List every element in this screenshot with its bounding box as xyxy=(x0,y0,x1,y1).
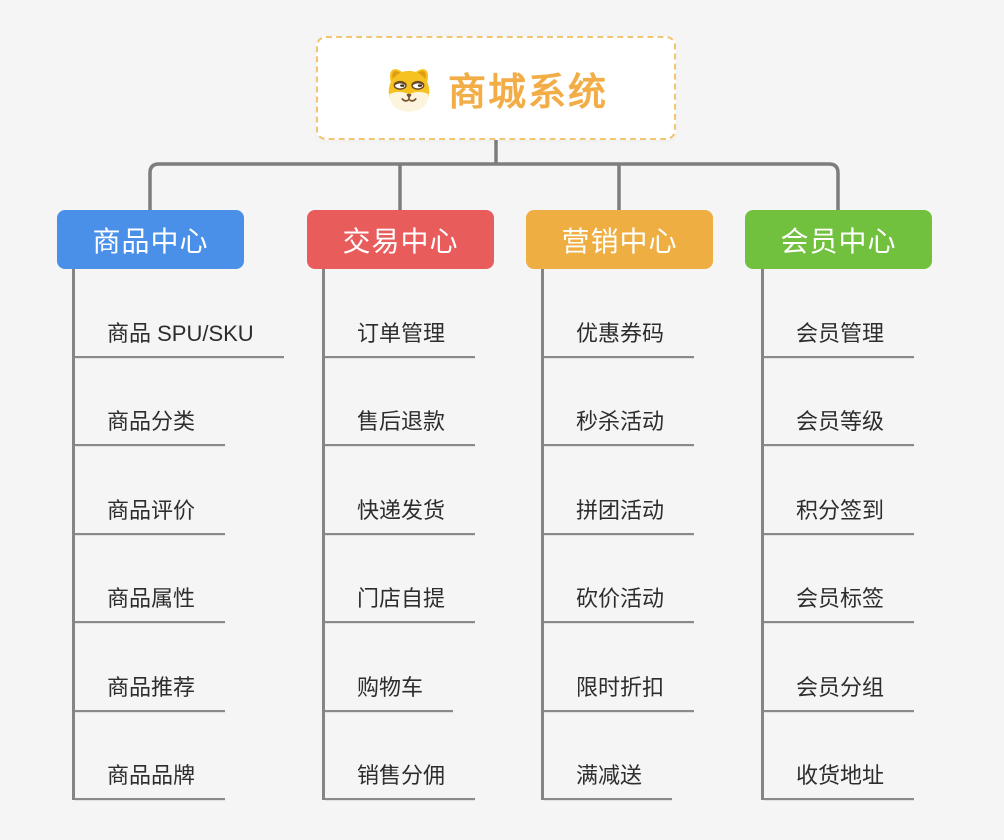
leaf-topic-label[interactable]: 购物车 xyxy=(325,670,454,712)
leaf-topic-label[interactable]: 限时折扣 xyxy=(544,670,695,712)
leaf-topic-label[interactable]: 商品分类 xyxy=(75,404,226,446)
leaf-topic: 限时折扣 xyxy=(544,623,695,712)
leaf-topic: 商品推荐 xyxy=(75,623,284,712)
leaf-topic: 商品品牌 xyxy=(75,712,284,800)
leaf-topic-label[interactable]: 会员标签 xyxy=(764,581,915,623)
branch-label: 商品中心 xyxy=(92,225,209,257)
leaf-topic: 销售分佣 xyxy=(325,712,476,800)
root-topic-node[interactable]: 商城系统 xyxy=(316,36,676,140)
leaf-topic-label[interactable]: 拼团活动 xyxy=(544,493,695,535)
leaf-topic-label[interactable]: 会员分组 xyxy=(764,670,915,712)
leaf-topic-label[interactable]: 会员等级 xyxy=(764,404,915,446)
leaf-topic: 商品分类 xyxy=(75,358,284,446)
leaf-topic-label[interactable]: 会员管理 xyxy=(764,316,915,358)
leaf-topic-label[interactable]: 积分签到 xyxy=(764,493,915,535)
leaf-topic: 商品评价 xyxy=(75,446,284,535)
leaf-topic: 会员管理 xyxy=(764,269,915,358)
leaf-topic: 商品属性 xyxy=(75,535,284,623)
leaf-topic-label[interactable]: 销售分佣 xyxy=(325,758,476,800)
leaf-topic: 秒杀活动 xyxy=(544,358,695,446)
leaf-topic-label[interactable]: 满减送 xyxy=(544,758,673,800)
leaf-topic: 优惠券码 xyxy=(544,269,695,358)
branch-node-product-center[interactable]: 商品中心 xyxy=(57,210,244,269)
leaf-topic-label[interactable]: 商品 SPU/SKU xyxy=(75,316,284,358)
leaf-topic-label[interactable]: 秒杀活动 xyxy=(544,404,695,446)
leaf-topic-label[interactable]: 门店自提 xyxy=(325,581,476,623)
leaf-topic: 会员分组 xyxy=(764,623,915,712)
leaf-topic-label[interactable]: 商品属性 xyxy=(75,581,226,623)
leaf-topic: 收货地址 xyxy=(764,712,915,800)
branch-label: 会员中心 xyxy=(780,225,897,257)
leaf-topic-label[interactable]: 收货地址 xyxy=(764,758,915,800)
leaf-topic: 门店自提 xyxy=(325,535,476,623)
leaf-topic: 满减送 xyxy=(544,712,694,800)
branch-children-trade-center: 订单管理 售后退款 快递发货 门店自提 购物车 销售分佣 xyxy=(322,269,476,800)
branch-children-member-center: 会员管理 会员等级 积分签到 会员标签 会员分组 收货地址 xyxy=(761,269,915,800)
branch-children-marketing-center: 优惠券码 秒杀活动 拼团活动 砍价活动 限时折扣 满减送 xyxy=(541,269,695,800)
leaf-topic: 商品 SPU/SKU xyxy=(75,269,284,358)
leaf-topic-label[interactable]: 商品推荐 xyxy=(75,670,226,712)
leaf-topic: 快递发货 xyxy=(325,446,476,535)
leaf-topic-label[interactable]: 优惠券码 xyxy=(544,316,695,358)
branch-label: 交易中心 xyxy=(342,225,459,257)
leaf-topic-label[interactable]: 商品品牌 xyxy=(75,758,226,800)
leaf-topic: 砍价活动 xyxy=(544,535,695,623)
root-topic-title: 商城系统 xyxy=(447,71,608,114)
branch-node-marketing-center[interactable]: 营销中心 xyxy=(526,210,713,269)
leaf-topic-label[interactable]: 订单管理 xyxy=(325,316,476,358)
leaf-topic: 购物车 xyxy=(325,623,475,712)
leaf-topic: 会员标签 xyxy=(764,535,915,623)
leaf-topic: 售后退款 xyxy=(325,358,476,446)
leaf-topic: 订单管理 xyxy=(325,269,476,358)
leaf-topic-label[interactable]: 砍价活动 xyxy=(544,581,695,623)
branch-node-member-center[interactable]: 会员中心 xyxy=(745,210,932,269)
leaf-topic-label[interactable]: 快递发货 xyxy=(325,493,476,535)
branch-label: 营销中心 xyxy=(561,225,678,257)
leaf-topic-label[interactable]: 售后退款 xyxy=(325,404,476,446)
leaf-topic: 会员等级 xyxy=(764,358,915,446)
leaf-topic: 积分签到 xyxy=(764,446,915,535)
branch-node-trade-center[interactable]: 交易中心 xyxy=(307,210,494,269)
leaf-topic: 拼团活动 xyxy=(544,446,695,535)
doge-icon xyxy=(388,69,430,112)
leaf-topic-label[interactable]: 商品评价 xyxy=(75,493,226,535)
branch-children-product-center: 商品 SPU/SKU 商品分类 商品评价 商品属性 商品推荐 商品品牌 xyxy=(72,269,284,800)
